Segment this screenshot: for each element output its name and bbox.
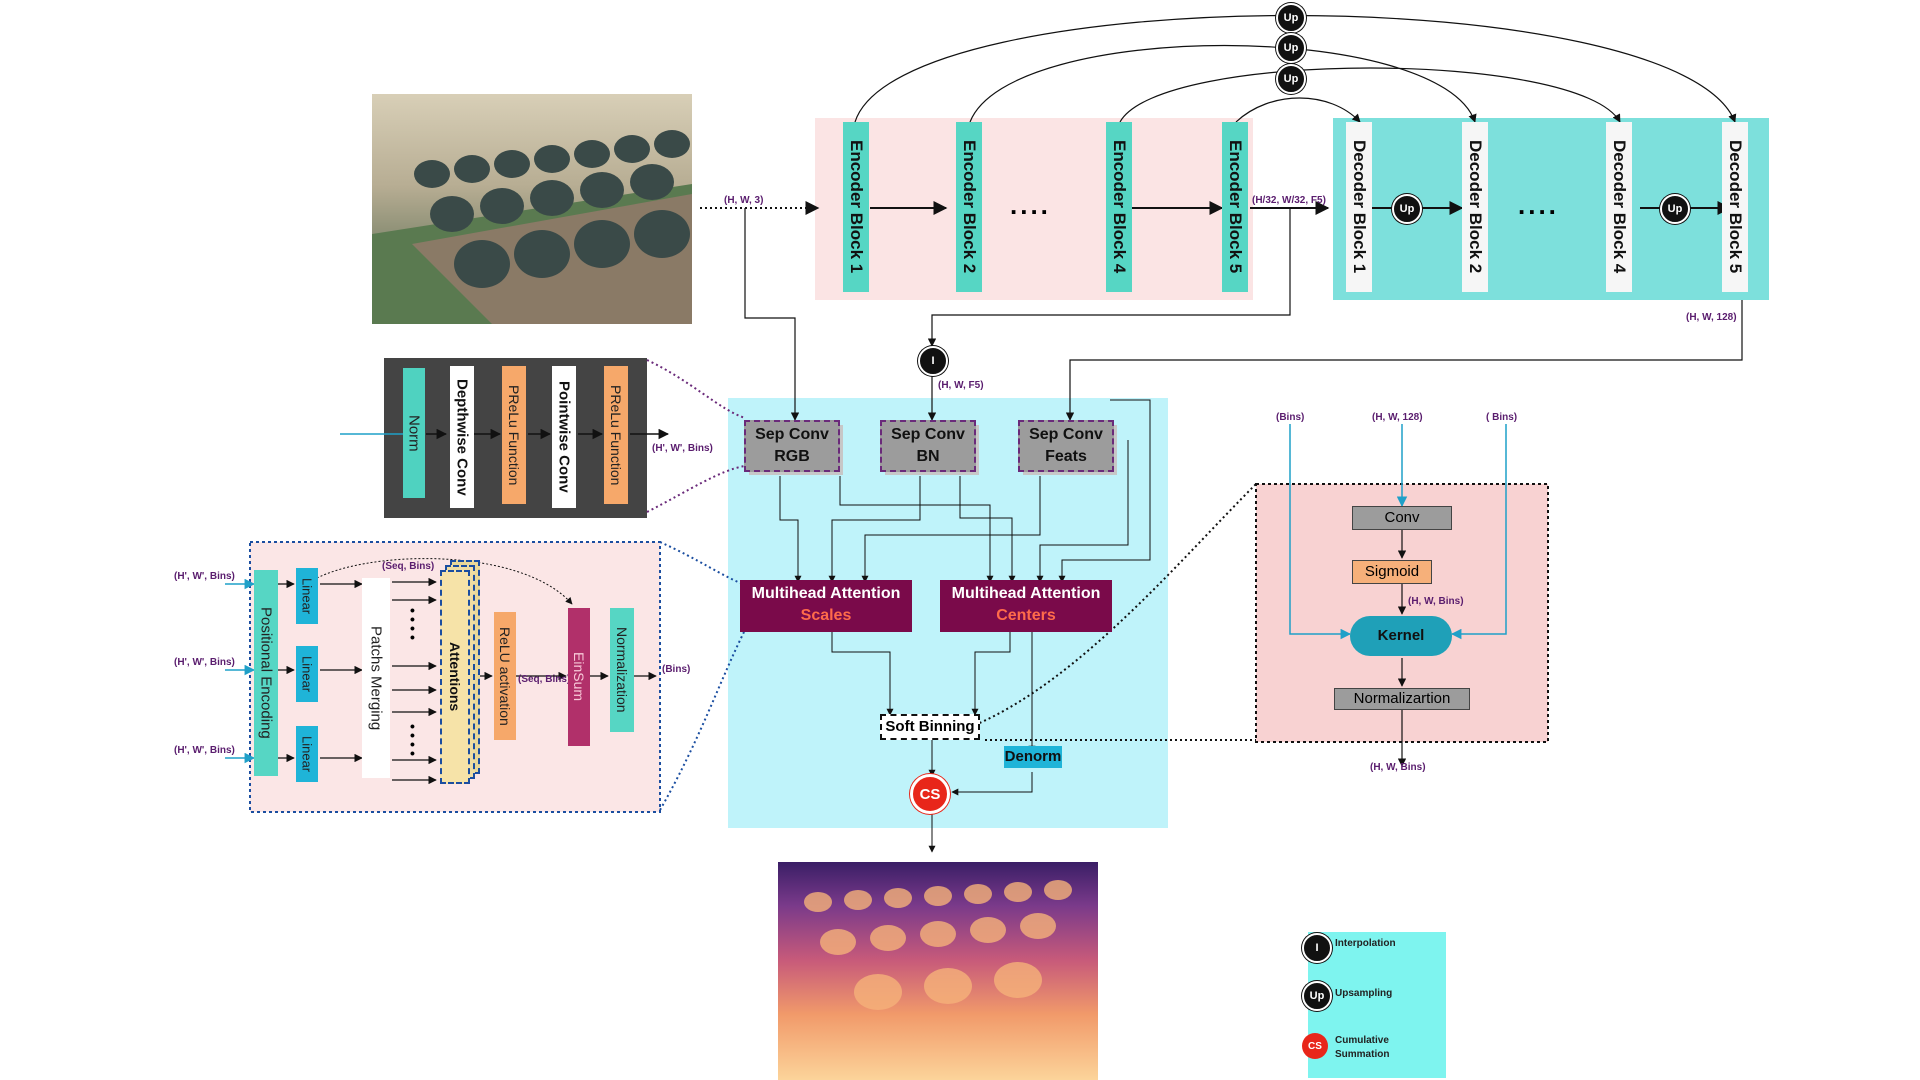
mha-scales-l2: Scales bbox=[800, 607, 852, 624]
attentions-block: Attentions bbox=[440, 570, 470, 784]
dim-k-bins-left: (Bins) bbox=[1276, 412, 1305, 423]
detail-pointwise-conv: Pointwise Conv bbox=[552, 366, 576, 508]
einsum: EinSum bbox=[568, 608, 590, 746]
detail-prelu-1: PReLu Function bbox=[502, 366, 526, 504]
dots-lower: • • • • bbox=[410, 718, 415, 761]
soft-binning: Soft Binning bbox=[880, 714, 980, 740]
dim-k-hw128: (H, W, 128) bbox=[1372, 412, 1423, 423]
dim-bins-out: (Bins) bbox=[662, 664, 691, 675]
interpolation-icon: I bbox=[918, 346, 948, 376]
up-icon: Up bbox=[1276, 64, 1306, 94]
kernel-sigmoid: Sigmoid bbox=[1352, 560, 1432, 584]
dim-decoder-out: (H, W, 128) bbox=[1686, 312, 1737, 323]
dim-encoder-out: (H/32, W/32, F5) bbox=[1252, 195, 1326, 206]
kernel-conv: Conv bbox=[1352, 506, 1452, 530]
sepconv-bn-l1: Sep Conv bbox=[891, 426, 965, 443]
kernel-normalization: Normalizartion bbox=[1334, 688, 1470, 710]
depth-blobs bbox=[804, 880, 1072, 1010]
dim-k-bins-right: ( Bins) bbox=[1486, 412, 1518, 423]
dim-interp: (H, W, F5) bbox=[938, 380, 984, 391]
up-icon: Up bbox=[1276, 33, 1306, 63]
dim-pos-in-1: (H', W', Bins) bbox=[174, 571, 235, 582]
up-icon: Up bbox=[1276, 3, 1306, 33]
patches-merging: Patchs Merging bbox=[362, 578, 390, 778]
dots-upper: • • • • bbox=[410, 602, 415, 645]
seats-illustration bbox=[372, 130, 692, 324]
legend-cs-icon: CS bbox=[1302, 1033, 1328, 1059]
dim-k-out: (H, W, Bins) bbox=[1370, 762, 1426, 773]
decoder-block-1: Decoder Block 1 bbox=[1346, 122, 1372, 292]
dim-pos-in-2: (H', W', Bins) bbox=[174, 657, 235, 668]
encoder-ellipsis: .... bbox=[1010, 190, 1051, 220]
mha-centers-l1: Multihead Attention bbox=[951, 585, 1101, 602]
up-icon: Up bbox=[1392, 194, 1422, 224]
encoder-block-1: Encoder Block 1 bbox=[843, 122, 869, 292]
legend-interpolation-icon: I bbox=[1302, 933, 1332, 963]
dim-seq-bins-mid: (Seq, Bins) bbox=[518, 674, 571, 685]
cumulative-summation-icon: CS bbox=[910, 774, 950, 814]
mha-scales-l1: Multihead Attention bbox=[751, 585, 901, 602]
sepconv-feats-l1: Sep Conv bbox=[1029, 426, 1103, 443]
legend-cs-label: Cumulative Summation bbox=[1335, 1035, 1390, 1060]
dim-input: (H, W, 3) bbox=[724, 195, 764, 206]
detail-norm: Norm bbox=[403, 368, 425, 498]
decoder-block-5: Decoder Block 5 bbox=[1722, 122, 1748, 292]
normalization: Normalization bbox=[610, 608, 634, 732]
encoder-block-5: Encoder Block 5 bbox=[1222, 122, 1248, 292]
sepconv-rgb-l2: RGB bbox=[774, 448, 810, 465]
sepconv-rgb-l1: Sep Conv bbox=[755, 426, 829, 443]
detail-prelu-2: PReLu Function bbox=[604, 366, 628, 504]
encoder-block-2: Encoder Block 2 bbox=[956, 122, 982, 292]
dim-seq-bins-top: (Seq, Bins) bbox=[382, 561, 435, 572]
decoder-block-2: Decoder Block 2 bbox=[1462, 122, 1488, 292]
detail-depthwise-conv: Depthwise Conv bbox=[450, 366, 474, 508]
positional-encoding: Positional Encoding bbox=[254, 570, 278, 776]
legend-upsampling-label: Upsampling bbox=[1335, 988, 1393, 999]
legend-interpolation-label: Interpolation bbox=[1335, 938, 1396, 949]
linear-2: Linear bbox=[296, 646, 318, 702]
dim-pos-in-3: (H', W', Bins) bbox=[174, 745, 235, 756]
sepconv-feats-l2: Feats bbox=[1045, 448, 1087, 465]
denorm: Denorm bbox=[1004, 746, 1062, 768]
dim-k-hwbins: (H, W, Bins) bbox=[1408, 596, 1464, 607]
depth-output-image bbox=[778, 862, 1098, 1080]
dim-sepconv-out: (H', W', Bins) bbox=[652, 443, 713, 454]
linear-3: Linear bbox=[296, 726, 318, 782]
kernel-block: Kernel bbox=[1350, 616, 1452, 656]
up-icon: Up bbox=[1660, 194, 1690, 224]
legend-upsampling-icon: Up bbox=[1302, 981, 1332, 1011]
sepconv-bn-l2: BN bbox=[916, 448, 940, 465]
linear-1: Linear bbox=[296, 568, 318, 624]
relu-activation: ReLU activation bbox=[494, 612, 516, 740]
decoder-ellipsis: .... bbox=[1518, 190, 1559, 220]
input-image bbox=[372, 94, 692, 324]
encoder-block-4: Encoder Block 4 bbox=[1106, 122, 1132, 292]
decoder-block-4: Decoder Block 4 bbox=[1606, 122, 1632, 292]
mha-centers-l2: Centers bbox=[996, 607, 1056, 624]
